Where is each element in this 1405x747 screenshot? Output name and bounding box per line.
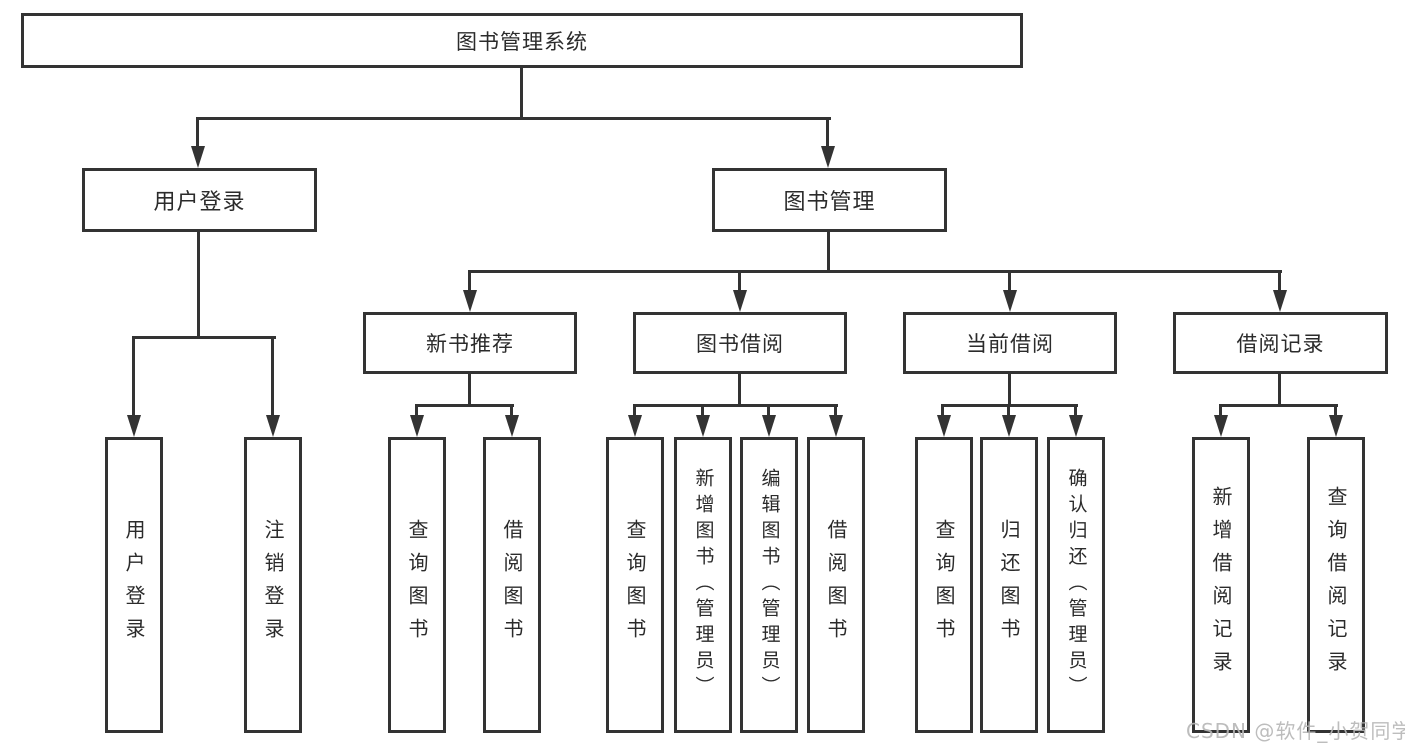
connector-line (1007, 404, 1010, 419)
arrow-down-icon (191, 146, 205, 168)
connector-line (633, 404, 636, 419)
arrow-down-icon (127, 415, 141, 437)
arrow-down-icon (410, 415, 424, 437)
arrow-down-icon (1273, 290, 1287, 312)
connector-line (1008, 270, 1011, 292)
connector-line (1278, 374, 1281, 407)
leaf-query-books-recommend-label: 查询图书 (405, 519, 429, 651)
leaf-add-books-admin: 新增图书（管理员） (674, 437, 732, 733)
node-borrowing-records: 借阅记录 (1173, 312, 1388, 374)
leaf-borrow-books-borrowing-label: 借阅图书 (824, 519, 848, 651)
arrow-down-icon (505, 415, 519, 437)
leaf-query-books-recommend: 查询图书 (388, 437, 446, 733)
connector-line (415, 404, 514, 407)
leaf-add-books-admin-label: 新增图书（管理员） (692, 468, 715, 702)
arrow-down-icon (266, 415, 280, 437)
leaf-query-books-borrowing-label: 查询图书 (623, 519, 647, 651)
leaf-edit-books-admin: 编辑图书（管理员） (740, 437, 798, 733)
connector-line (271, 336, 274, 417)
connector-line (468, 270, 471, 292)
arrow-down-icon (762, 415, 776, 437)
leaf-return-books: 归还图书 (980, 437, 1038, 733)
node-current-borrowing-label: 当前借阅 (966, 332, 1054, 356)
leaf-edit-books-admin-label: 编辑图书（管理员） (758, 468, 781, 702)
arrow-down-icon (1214, 415, 1228, 437)
connector-line (197, 117, 831, 120)
arrow-down-icon (1002, 415, 1016, 437)
connector-line (738, 374, 741, 407)
connector-line (468, 270, 1282, 273)
connector-line (196, 117, 199, 148)
node-book-borrowing: 图书借阅 (633, 312, 847, 374)
connector-line (1219, 404, 1338, 407)
connector-line (941, 404, 944, 419)
node-new-book-recommendation-label: 新书推荐 (426, 332, 514, 356)
arrow-down-icon (821, 146, 835, 168)
node-book-management: 图书管理 (712, 168, 947, 232)
connector-line (767, 404, 770, 419)
leaf-logout-login: 注销登录 (244, 437, 302, 733)
node-user-login-label: 用户登录 (153, 190, 246, 215)
node-borrowing-records-label: 借阅记录 (1236, 332, 1325, 356)
arrow-down-icon (463, 290, 477, 312)
connector-line (415, 404, 418, 419)
connector-line (1074, 404, 1077, 419)
node-library-system-label: 图书管理系统 (456, 29, 588, 54)
arrow-down-icon (1329, 415, 1343, 437)
leaf-logout-login-label: 注销登录 (261, 519, 285, 651)
leaf-borrow-books-recommend: 借阅图书 (483, 437, 541, 733)
leaf-confirm-return-admin-label: 确认归还（管理员） (1065, 468, 1088, 702)
arrow-down-icon (1069, 415, 1083, 437)
leaf-borrow-books-borrowing: 借阅图书 (807, 437, 865, 733)
leaf-query-books-current-label: 查询图书 (932, 519, 956, 651)
leaf-query-books-borrowing: 查询图书 (606, 437, 664, 733)
leaf-borrow-books-recommend-label: 借阅图书 (500, 519, 524, 651)
leaf-return-books-label: 归还图书 (997, 519, 1021, 651)
connector-line (468, 374, 471, 407)
connector-line (1219, 404, 1222, 419)
connector-line (1008, 374, 1011, 407)
watermark-text: CSDN @软件_小贺同学 (1186, 719, 1405, 743)
connector-line (826, 117, 829, 148)
node-current-borrowing: 当前借阅 (903, 312, 1117, 374)
leaf-query-borrow-record: 查询借阅记录 (1307, 437, 1365, 733)
arrow-down-icon (628, 415, 642, 437)
leaf-add-borrow-record: 新增借阅记录 (1192, 437, 1250, 733)
connector-line (827, 232, 830, 273)
arrow-down-icon (696, 415, 710, 437)
node-book-borrowing-label: 图书借阅 (696, 332, 784, 356)
connector-line (132, 336, 135, 417)
node-new-book-recommendation: 新书推荐 (363, 312, 577, 374)
connector-line (738, 270, 741, 292)
connector-line (197, 232, 200, 339)
connector-line (510, 404, 513, 419)
connector-line (1334, 404, 1337, 419)
node-user-login: 用户登录 (82, 168, 317, 232)
node-library-system: 图书管理系统 (21, 13, 1023, 68)
arrow-down-icon (829, 415, 843, 437)
connector-line (701, 404, 704, 419)
connector-line (132, 336, 276, 339)
arrow-down-icon (733, 290, 747, 312)
leaf-confirm-return-admin: 确认归还（管理员） (1047, 437, 1105, 733)
leaf-add-borrow-record-label: 新增借阅记录 (1209, 486, 1233, 684)
leaf-user-login-label: 用户登录 (122, 519, 146, 651)
connector-line (1278, 270, 1281, 292)
node-book-management-label: 图书管理 (783, 190, 876, 215)
arrow-down-icon (1003, 290, 1017, 312)
leaf-query-borrow-record-label: 查询借阅记录 (1324, 486, 1348, 684)
leaf-query-books-current: 查询图书 (915, 437, 973, 733)
arrow-down-icon (937, 415, 951, 437)
connector-line (520, 68, 523, 118)
connector-line (633, 404, 838, 407)
connector-line (834, 404, 837, 419)
leaf-user-login: 用户登录 (105, 437, 163, 733)
